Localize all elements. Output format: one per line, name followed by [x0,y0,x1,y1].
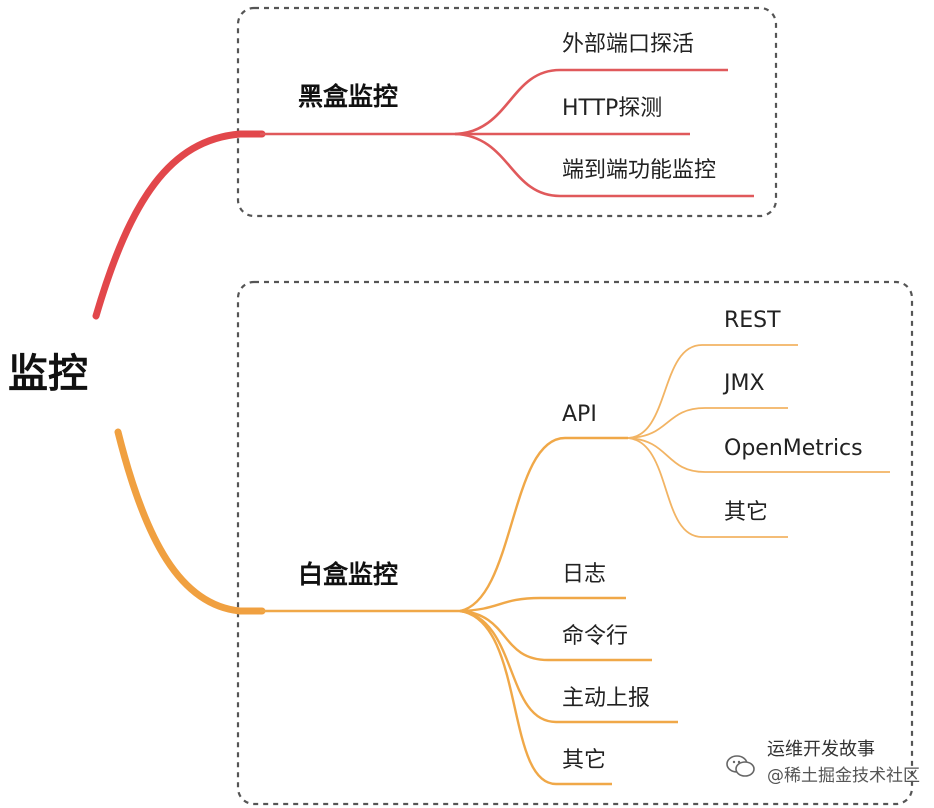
watermark-brand: 运维开发故事 [767,739,875,760]
connector-whitebox-api [459,436,628,613]
branch-label-blackbox: 黑盒监控 [298,82,399,111]
leaf-label-port-probe: 外部端口探活 [562,32,695,57]
connector-api-jmx [627,407,788,439]
watermark: 运维开发故事 @稀土掘金技术社区 [767,735,920,786]
connector-blackbox-leaf-3 [454,132,754,198]
connector-api-openmetrics [627,437,890,473]
connector-api-rest [627,344,798,439]
leaf-label-api: API [562,402,597,427]
branch-label-whitebox: 白盒监控 [298,560,399,589]
blackbox-group-box [236,6,778,218]
connector-whitebox-report [459,609,678,724]
leaf-label-jmx: JMX [724,371,765,396]
whitebox-group-box [236,280,914,806]
connector-whitebox-other [459,609,612,786]
wechat-icon [726,755,755,777]
leaf-label-rest: REST [724,308,781,333]
root-label: 监控 [8,351,88,397]
leaf-label-cli: 命令行 [562,624,629,649]
connector-whitebox-cli [459,609,652,662]
leaf-label-api-other: 其它 [724,500,769,525]
connector-blackbox-leaf-1 [454,68,728,136]
connector-api-other [627,437,788,538]
leaf-label-other: 其它 [562,748,607,773]
leaf-label-log: 日志 [562,562,607,587]
watermark-sub: @稀土掘金技术社区 [767,766,920,786]
connector-root-whitebox [114,428,266,615]
connector-root-blackbox [92,130,266,320]
leaf-label-http-probe: HTTP探测 [562,96,663,121]
leaf-label-e2e-monitor: 端到端功能监控 [562,158,717,183]
connector-whitebox-log [459,596,626,613]
leaf-label-openmetrics: OpenMetrics [724,436,863,461]
leaf-label-active-report: 主动上报 [562,686,651,711]
